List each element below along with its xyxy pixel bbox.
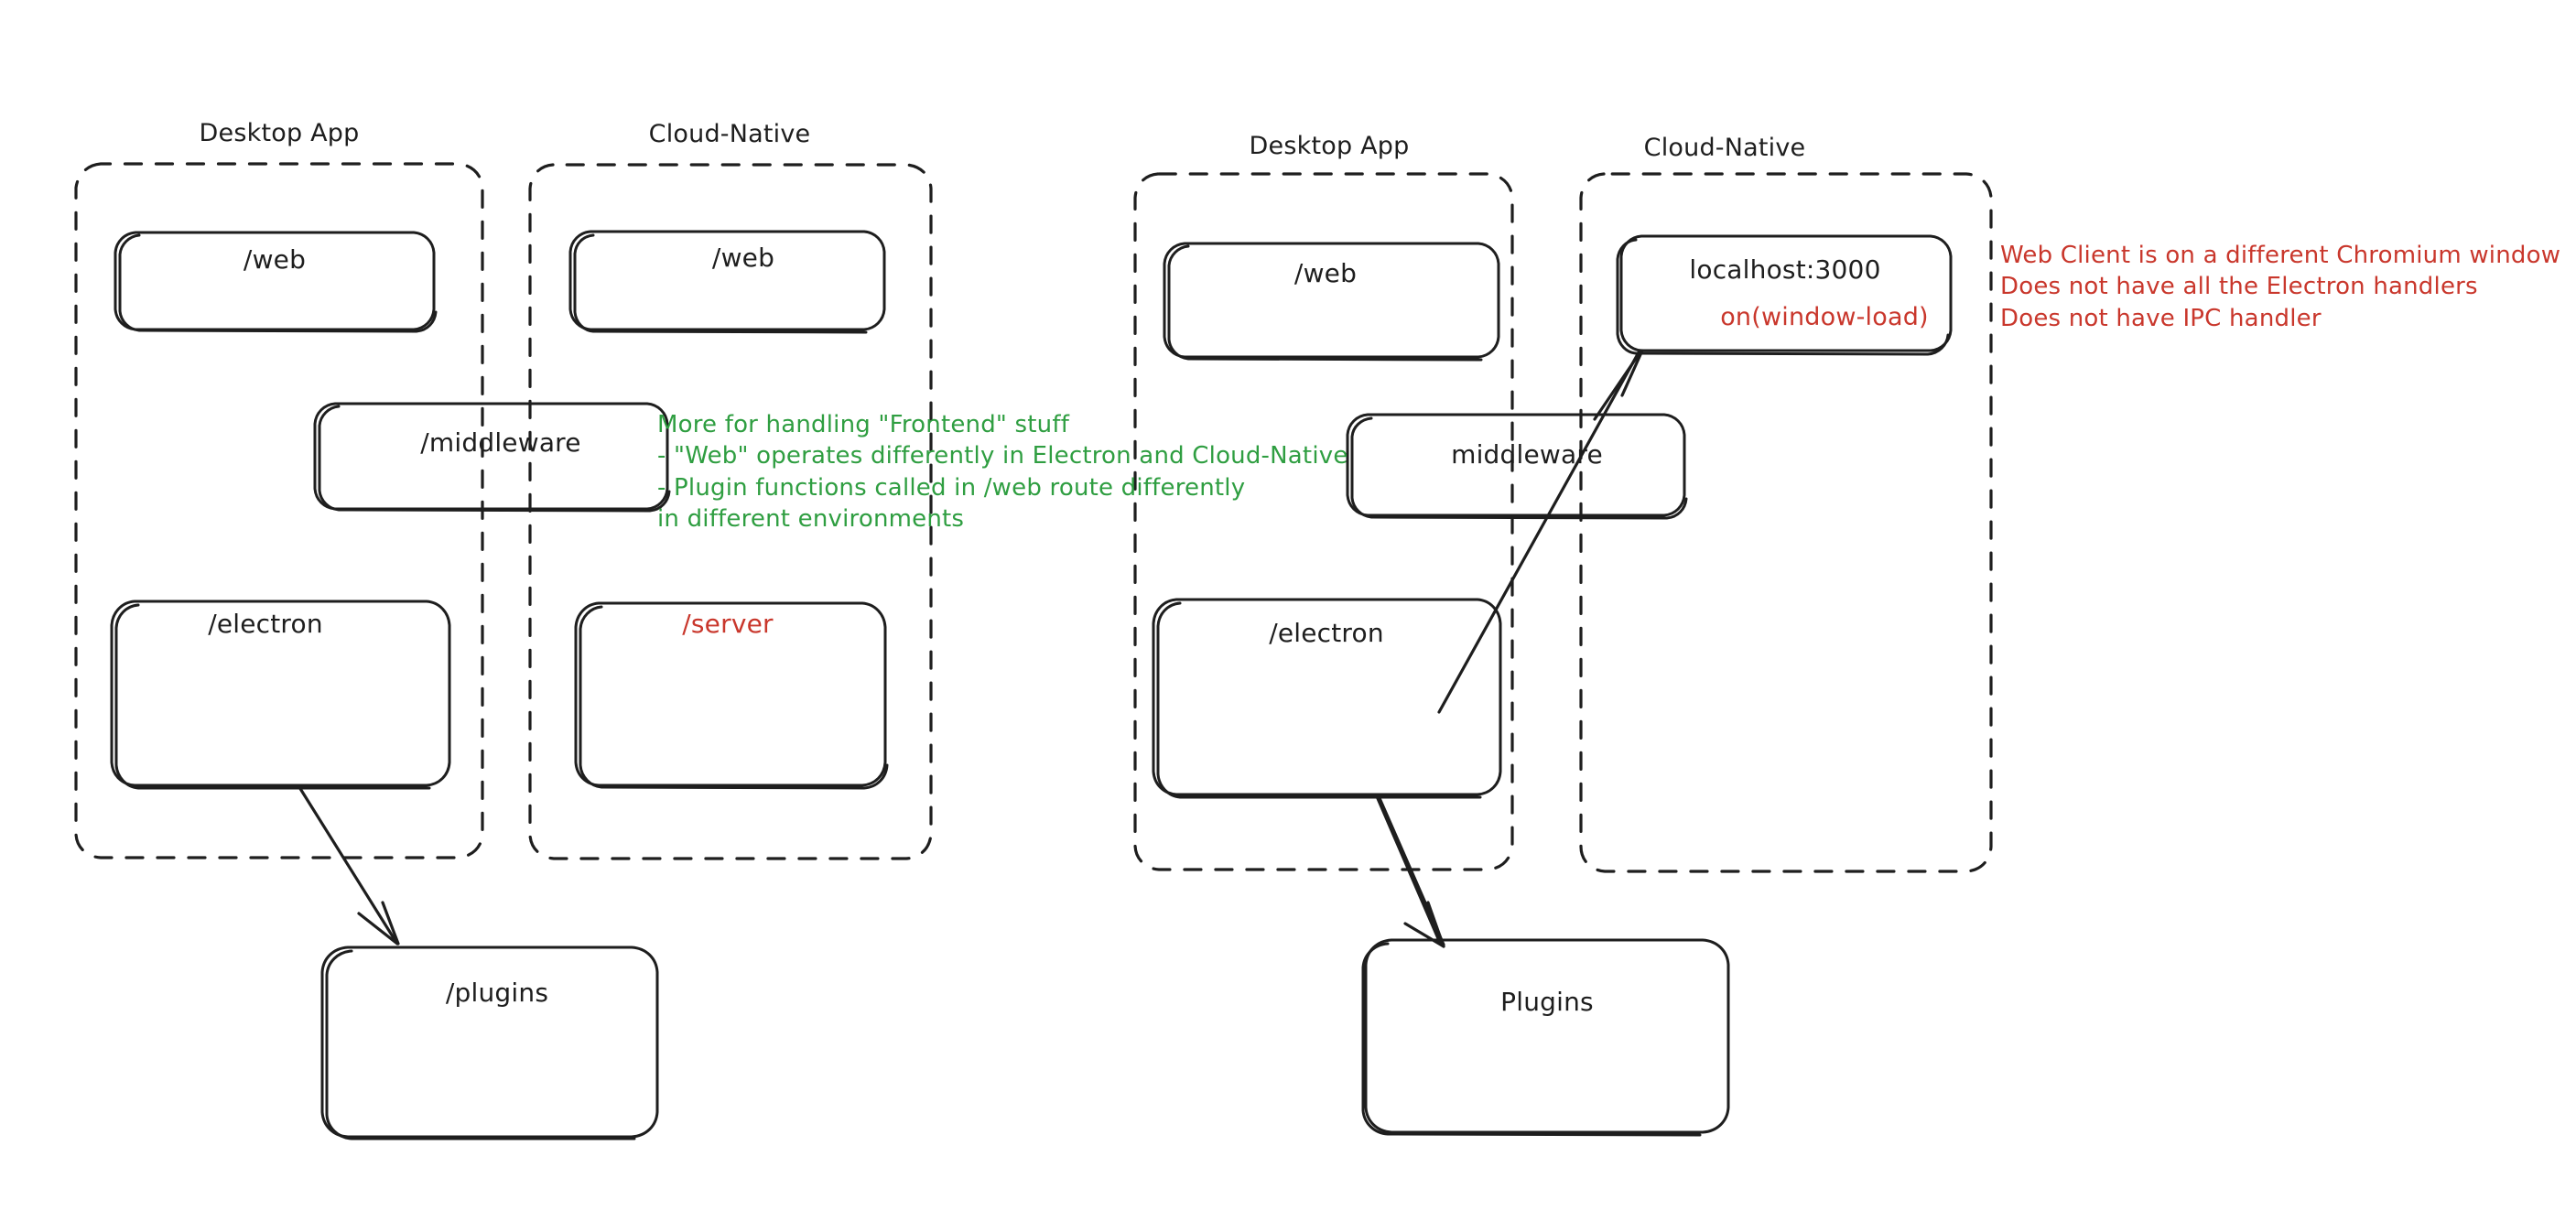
- left-desktop-web-box: [114, 231, 438, 333]
- left-desktop-dashed-container: [74, 162, 484, 859]
- right-localhost-box: [1616, 234, 1953, 356]
- right-desktop-dashed-container: [1133, 172, 1514, 871]
- right-localhost-label: localhost:3000: [1689, 254, 1881, 285]
- right-middleware-box: [1346, 413, 1688, 520]
- left-electron-to-plugins-arrow: [298, 785, 400, 946]
- right-electron-box: [1152, 598, 1502, 799]
- left-middleware-label: /middleware: [420, 427, 581, 458]
- left-middleware-box: [313, 402, 671, 513]
- right-middleware-label: middleware: [1451, 439, 1603, 470]
- left-cloud-web-label: /web: [711, 243, 775, 273]
- green-annotation-note: More for handling "Frontend" stuff - "We…: [657, 411, 1348, 533]
- left-server-label: /server: [682, 609, 774, 639]
- left-cloud-web-box: [568, 230, 886, 334]
- left-server-box: [574, 601, 889, 790]
- right-electron-label: /electron: [1269, 618, 1384, 648]
- right-desktop-web-box: [1163, 242, 1500, 362]
- left-electron-label: /electron: [208, 609, 323, 639]
- left-desktop-web-label: /web: [243, 244, 307, 275]
- left-desktop-app-title: Desktop App: [199, 119, 360, 147]
- right-desktop-web-label: /web: [1293, 258, 1358, 288]
- right-plugins-box: [1361, 938, 1730, 1137]
- right-localhost-sublabel: on(window-load): [1720, 303, 1929, 331]
- red-annotation-note: Web Client is on a different Chromium wi…: [2000, 242, 2561, 332]
- right-cloud-dashed-container: [1579, 172, 1993, 873]
- right-electron-to-plugins-arrow: [1375, 794, 1445, 948]
- right-cloud-native-title: Cloud-Native: [1643, 134, 1806, 162]
- right-desktop-app-title: Desktop App: [1249, 132, 1410, 160]
- right-plugins-label: Plugins: [1500, 987, 1594, 1017]
- right-electron-to-localhost-arrow: [1437, 349, 1644, 714]
- left-electron-box: [110, 600, 451, 790]
- left-cloud-dashed-container: [528, 163, 933, 860]
- left-cloud-native-title: Cloud-Native: [648, 120, 811, 148]
- left-plugins-label: /plugins: [445, 978, 549, 1008]
- left-plugins-box: [320, 946, 659, 1140]
